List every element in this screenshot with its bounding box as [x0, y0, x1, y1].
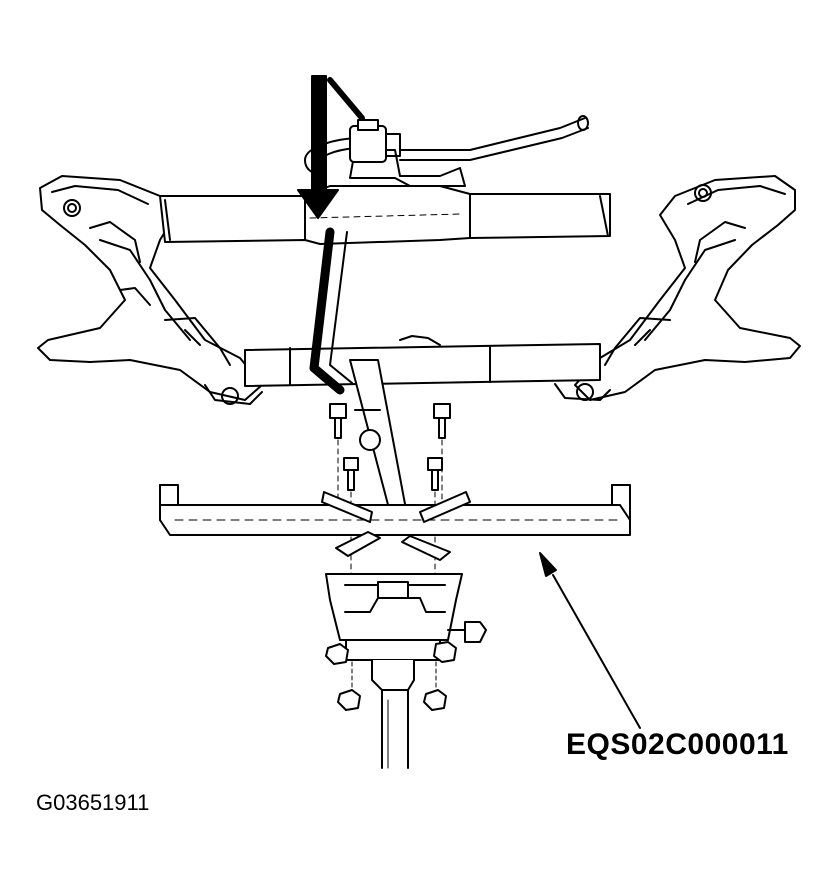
mounting-bolt — [343, 457, 359, 491]
subframe — [37, 149, 801, 405]
pointer-arrow — [539, 552, 641, 729]
hose — [304, 115, 589, 176]
mounting-bolt — [433, 403, 451, 439]
callout-label: EQS02C000011 — [566, 728, 789, 761]
figure-id: G03651911 — [36, 790, 150, 815]
mounting-bolt — [427, 457, 443, 491]
mounting-nut — [325, 643, 349, 665]
hose-clamp — [349, 119, 401, 163]
mounting-bolt — [329, 403, 347, 439]
mounting-nut — [423, 689, 447, 711]
transmission-jack-head — [325, 573, 463, 711]
mounting-nut — [433, 641, 457, 663]
jack-knob — [447, 621, 487, 643]
jack-cradle-pads — [321, 491, 471, 561]
lowering-arrow — [297, 75, 365, 395]
mounting-nut — [337, 689, 361, 711]
jack-post — [371, 659, 415, 769]
jack-adapter-beam — [159, 484, 631, 536]
